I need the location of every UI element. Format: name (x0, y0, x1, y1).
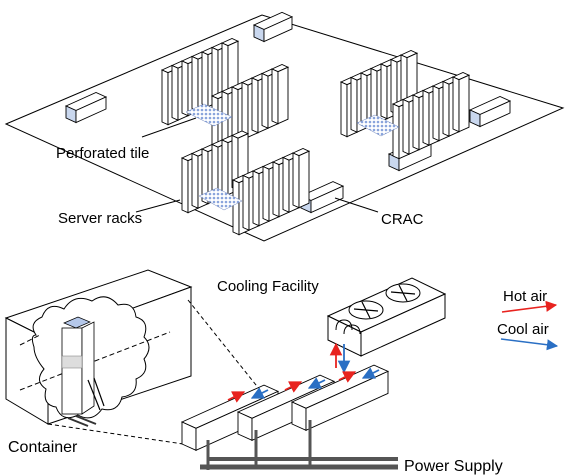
legend-hot-air-arrow (501, 300, 558, 313)
server-rack-icon (220, 38, 240, 99)
server-rack-icon (61, 316, 105, 415)
server-rack-icon (270, 64, 290, 125)
server-racks-label: Server racks (58, 210, 142, 227)
perforated-tile (185, 103, 233, 127)
legend-cool-air-label: Cool air (497, 321, 549, 338)
server-racks-leader (135, 199, 181, 213)
hot-air-arrow (338, 371, 357, 383)
fan-icon (385, 283, 421, 303)
power-modules (180, 364, 390, 451)
cool-air-arrow (361, 367, 380, 379)
crac-unit-icon (252, 11, 294, 43)
power-supply-label: Power Supply (404, 458, 503, 475)
power-module-icon (290, 364, 390, 431)
perforated-tile (198, 187, 243, 211)
container-icon (4, 269, 269, 446)
fan-icon (348, 300, 384, 320)
hot-air-arrow (227, 391, 246, 403)
perforated-tile (356, 114, 400, 137)
legend: Hot air Cool air (497, 288, 559, 351)
crac-unit-icon (64, 92, 108, 124)
perforated-tiles (185, 103, 400, 211)
crac-label: CRAC (381, 211, 424, 228)
floor-plan: Perforated tile Server racks CRAC (4, 11, 565, 242)
cooling-facility-label: Cooling Facility (217, 278, 319, 295)
server-rack-icon (291, 148, 311, 209)
cool-air-arrow (307, 377, 326, 389)
perforated-tile-label: Perforated tile (56, 145, 149, 162)
power-supply-pipe-icon (200, 420, 398, 470)
crac-leader (334, 197, 379, 213)
container-label: Container (8, 439, 78, 456)
floor-outline (4, 14, 565, 242)
server-rack-rows (160, 38, 471, 236)
legend-cool-air-arrow (500, 338, 559, 351)
perforated-tile-leader (141, 117, 197, 138)
cool-air-arrow (250, 387, 269, 399)
server-rack-icon (451, 72, 471, 133)
hot-air-arrow (284, 381, 303, 393)
cooling-unit-icon (326, 277, 447, 357)
cooling-facility: Cooling Facility (217, 277, 447, 374)
legend-hot-air-label: Hot air (503, 288, 547, 305)
crac-unit-icon (468, 96, 512, 128)
